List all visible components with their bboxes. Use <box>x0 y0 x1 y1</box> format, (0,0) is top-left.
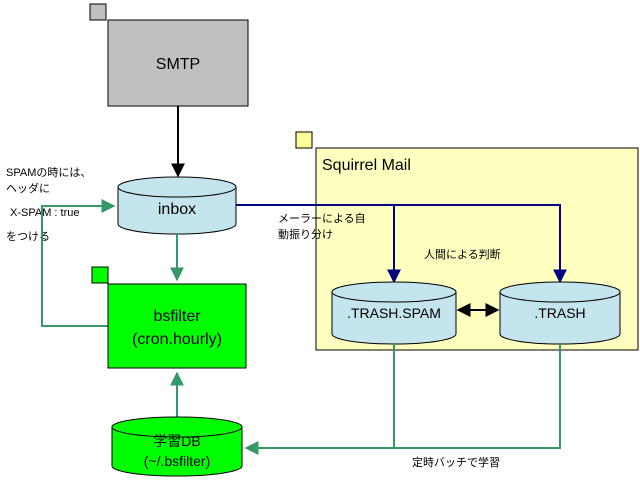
squirrel-mail-corner-marker <box>295 131 313 149</box>
smtp-box <box>107 19 249 107</box>
spam-note-line-3: X-SPAM : true <box>10 207 79 219</box>
trash-to-learndb-line <box>394 344 561 449</box>
bsfilter-label-line-2: (cron.hourly) <box>132 331 222 348</box>
trash-spam-label: .TRASH.SPAM <box>347 305 441 321</box>
bsfilter-to-inbox-loop-arrow <box>41 199 116 327</box>
human-judgment-note: 人間による判断 <box>424 247 501 261</box>
smtp-corner-marker <box>89 3 107 21</box>
inbox-cylinder <box>117 176 237 235</box>
trash-spam-to-learndb-arrow <box>244 344 395 455</box>
learning-db-cylinder <box>111 416 243 477</box>
spam-note-line-1: SPAMの時には、 <box>6 166 91 179</box>
learning-db-label-line-2: (~/.bsfilter) <box>144 453 211 469</box>
inbox-label: inbox <box>158 201 196 218</box>
spam-note-line-4: をつける <box>6 230 50 243</box>
bsfilter-corner-marker <box>91 266 109 284</box>
spam-note-line-2: ヘッダに <box>6 181 50 195</box>
auto-sort-note-line-1: メーラーによる自 <box>278 212 366 225</box>
smtp-label: SMTP <box>156 56 200 73</box>
learning-db-label-line-1: 学習DB <box>153 433 200 449</box>
trash-label: .TRASH <box>534 305 585 321</box>
bsfilter-box <box>107 283 247 369</box>
bsfilter-label-line-1: bsfilter <box>153 308 201 325</box>
batch-learning-note: 定時バッチで学習 <box>412 455 500 469</box>
trash-spam-cylinder <box>331 281 457 345</box>
inbox-to-trash-arrow <box>236 204 567 284</box>
squirrel-mail-label: Squirrel Mail <box>322 157 411 174</box>
auto-sort-note-line-2: 動振り分け <box>278 227 333 241</box>
trash-cylinder <box>499 281 621 345</box>
